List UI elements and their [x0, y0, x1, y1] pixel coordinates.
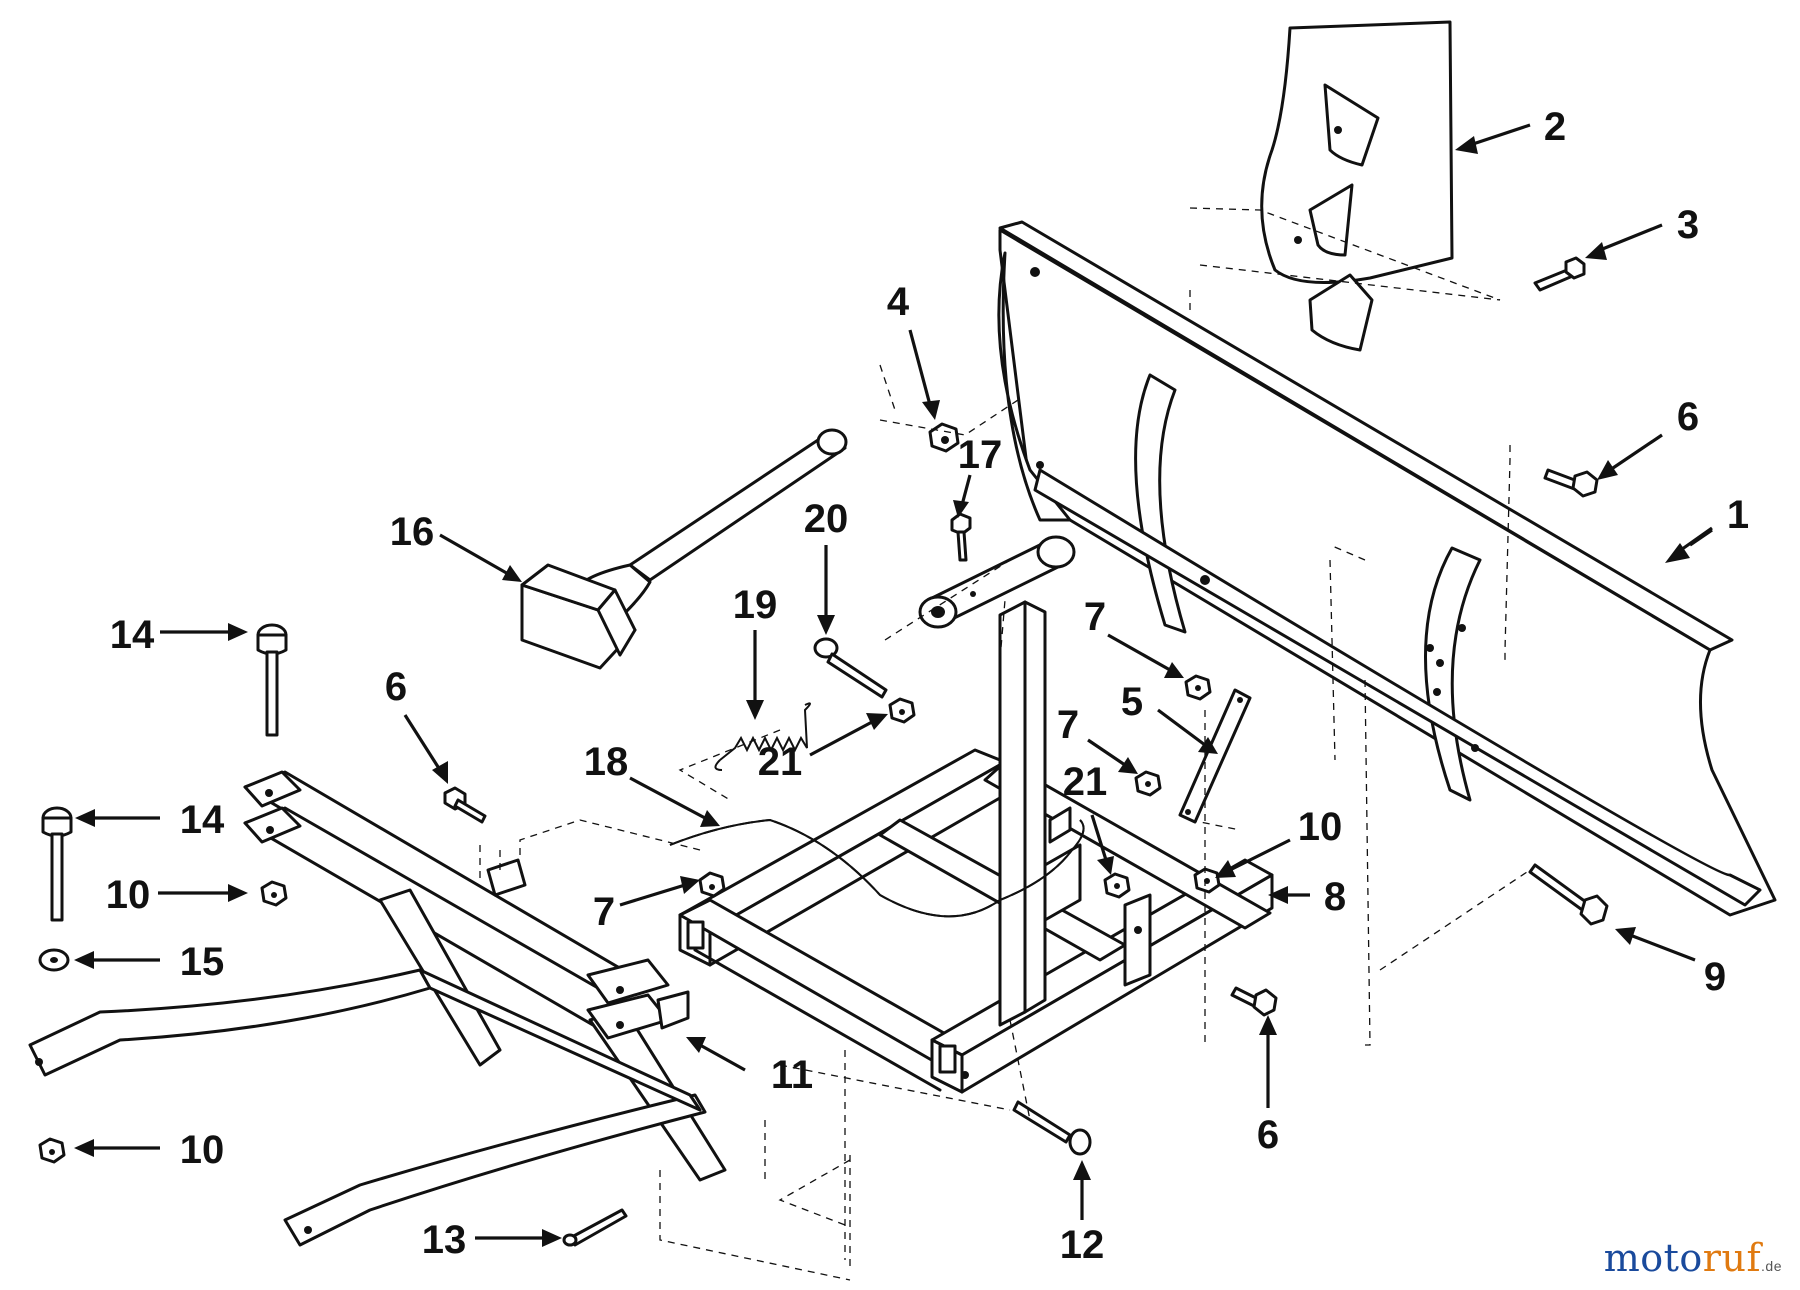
nut-7-left	[698, 871, 726, 898]
watermark-letter: r	[1702, 1236, 1722, 1280]
callout-19: 19	[733, 583, 778, 627]
callout-14-upper: 14	[110, 613, 155, 657]
callout-11: 11	[771, 1053, 813, 1097]
callout-10-left-lower: 10	[180, 1128, 225, 1172]
watermark-letter: o	[1640, 1236, 1664, 1280]
spring-part	[714, 702, 811, 771]
callout-1: 1	[1727, 493, 1749, 537]
nut-10-right	[1193, 867, 1221, 894]
callout-8: 8	[1324, 875, 1346, 919]
callout-10-left-upper: 10	[106, 873, 151, 917]
bolt-14-lower	[41, 806, 73, 922]
bolt-14-upper	[256, 623, 288, 737]
callout-14-lower: 14	[180, 798, 225, 842]
callout-10-right: 10	[1298, 805, 1343, 849]
callout-17: 17	[958, 433, 1003, 477]
callout-6-left: 6	[385, 665, 407, 709]
blade-extension-part	[1260, 20, 1454, 352]
watermark-letter: o	[1679, 1236, 1703, 1280]
callout-4: 4	[887, 280, 910, 324]
nut-7-middle-right	[1134, 770, 1162, 797]
callout-16: 16	[390, 510, 435, 554]
watermark-logo: motoruf.de	[1604, 1236, 1782, 1280]
callout-6-right: 6	[1677, 395, 1699, 439]
callout-2: 2	[1544, 105, 1566, 149]
plow-frame-part	[678, 748, 1274, 1094]
nut-4	[928, 422, 960, 453]
pivot-post-part	[918, 535, 1082, 1027]
cotter-pin-13	[562, 1208, 628, 1247]
lift-handle-part	[520, 428, 848, 670]
nut-10-left-upper	[260, 880, 288, 907]
bolt-6-left	[443, 786, 487, 824]
callout-12: 12	[1060, 1223, 1105, 1267]
callout-15: 15	[180, 940, 225, 984]
bolt-17	[950, 512, 972, 562]
bolt-9	[1528, 863, 1609, 926]
strap-5	[1178, 688, 1252, 824]
plow-blade-part	[997, 220, 1777, 917]
nut-7-upper-right	[1184, 674, 1212, 701]
eye-bolt-part	[813, 637, 888, 699]
callout-7-middle-right: 7	[1057, 703, 1079, 747]
callout-3: 3	[1677, 203, 1699, 247]
nut-21-lower	[1103, 872, 1131, 899]
callout-labels: 1 2 3 4 5 6 6 6 7 7 7 8 9 10 10 10 11 12…	[106, 105, 1749, 1267]
watermark-letter: t	[1663, 1236, 1680, 1280]
watermark-suffix: .de	[1761, 1258, 1782, 1274]
watermark-letter: m	[1603, 1236, 1641, 1280]
washer-15	[38, 948, 70, 972]
bolt-6-right	[1543, 468, 1599, 498]
assembly-lines	[479, 207, 1531, 1281]
callout-21-upper: 21	[758, 740, 803, 784]
callout-7-left: 7	[593, 890, 615, 934]
nut-21-upper	[888, 697, 916, 724]
callout-21-lower: 21	[1063, 760, 1108, 804]
watermark-letter: f	[1746, 1236, 1762, 1280]
callout-20: 20	[804, 497, 849, 541]
callout-18: 18	[584, 740, 629, 784]
callout-arrows	[74, 123, 1713, 1247]
callout-7-upper-right: 7	[1084, 595, 1106, 639]
bolt-3	[1533, 256, 1586, 292]
callout-13: 13	[422, 1218, 467, 1262]
chain-part	[669, 818, 1085, 918]
pin-12	[1012, 1100, 1092, 1156]
nut-10-left-lower	[38, 1137, 66, 1164]
bolt-6-lower	[1230, 986, 1278, 1017]
callout-5: 5	[1121, 680, 1143, 724]
hitch-frame-part	[28, 770, 727, 1247]
callout-6-lower: 6	[1257, 1113, 1279, 1157]
callout-9: 9	[1704, 955, 1726, 999]
watermark-letter: u	[1721, 1236, 1747, 1280]
